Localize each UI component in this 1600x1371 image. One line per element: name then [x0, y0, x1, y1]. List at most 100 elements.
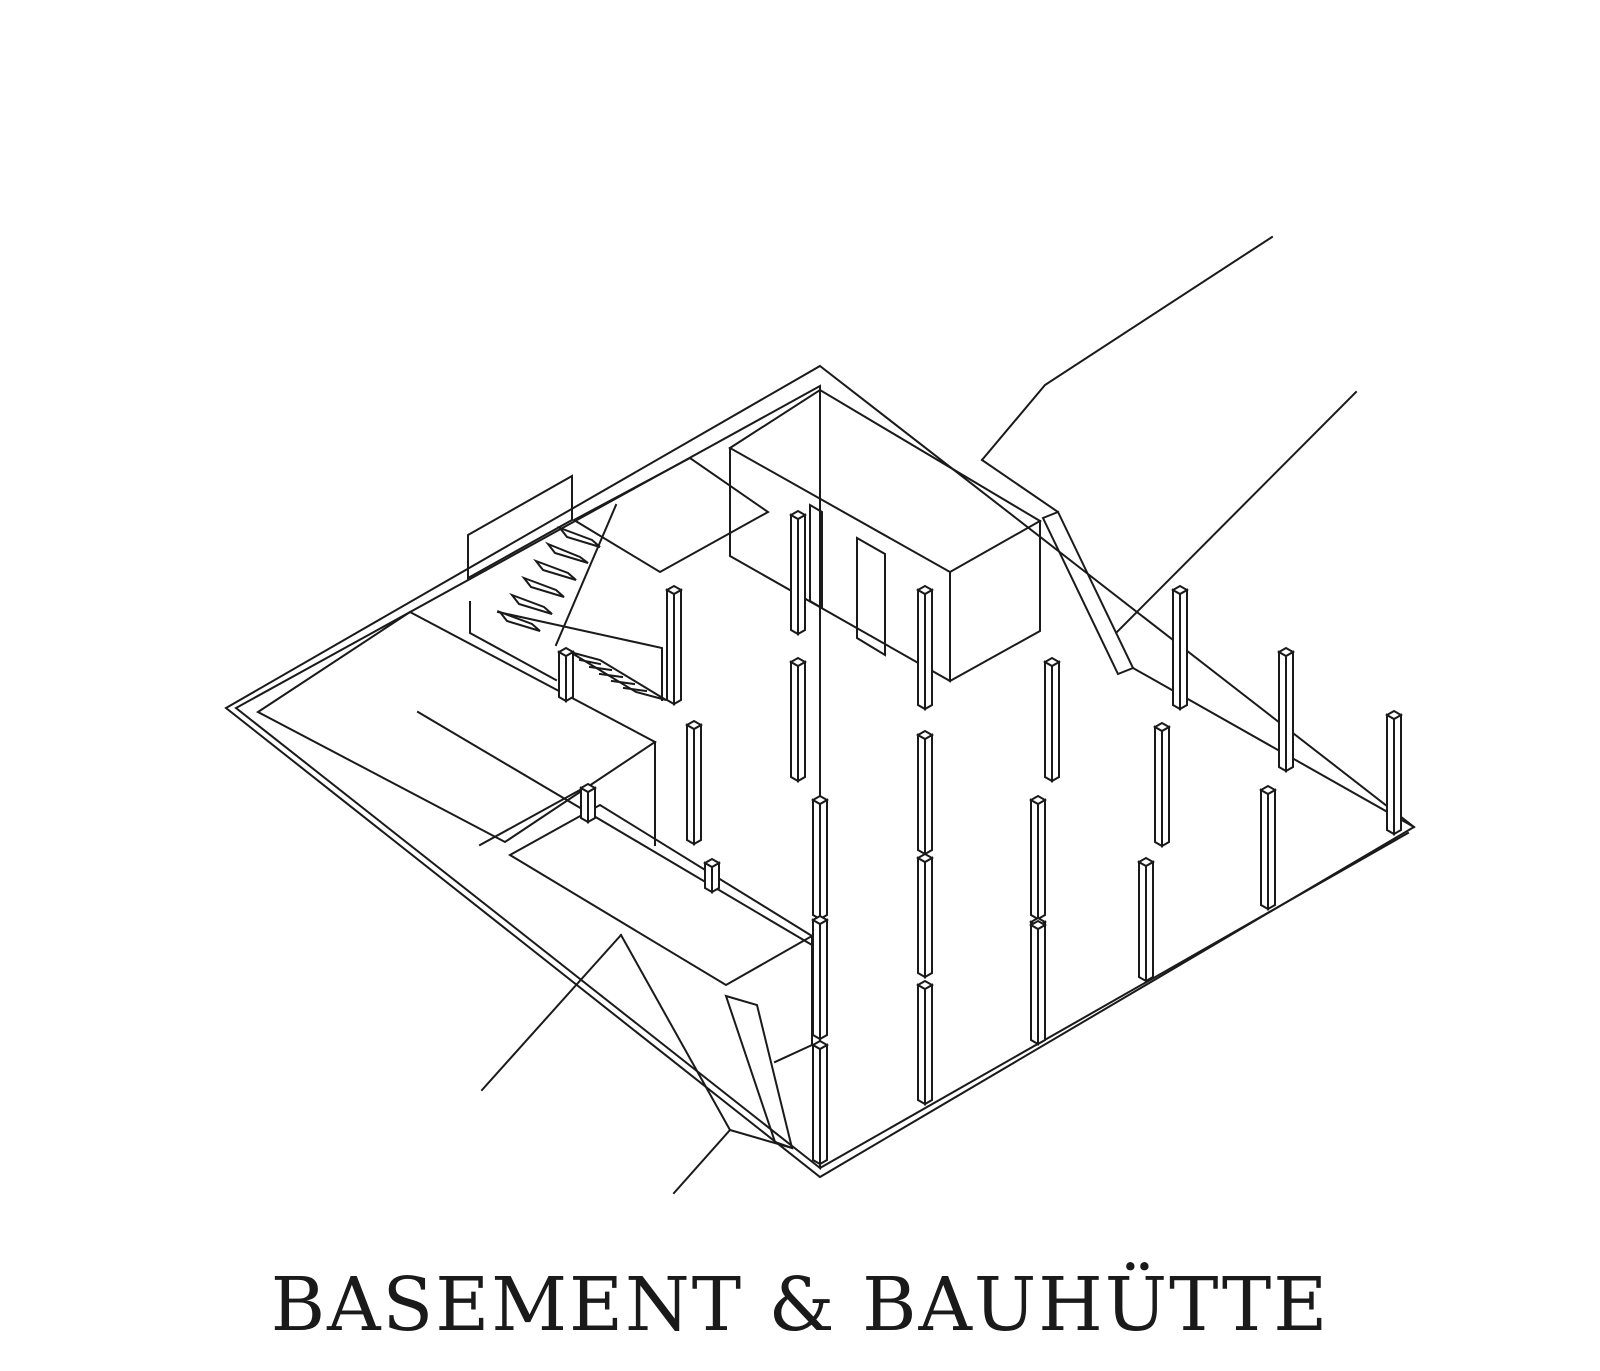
column-face: [1170, 584, 1190, 596]
terrain-line-back-upper: [980, 235, 1274, 462]
column: [915, 584, 935, 711]
column-face: [915, 584, 935, 596]
column-face: [558, 650, 567, 703]
column: [702, 857, 722, 894]
column: [1384, 709, 1404, 836]
terrain-line-back-lower: [1115, 390, 1358, 634]
column-face: [1051, 660, 1060, 783]
column-face: [819, 1043, 828, 1166]
column-face: [1030, 923, 1039, 1046]
stair-railing-glass: [467, 474, 573, 580]
terrain-line-front-upper: [480, 933, 623, 1092]
room-box-side: [948, 520, 1041, 683]
column-face: [1161, 725, 1170, 848]
column: [664, 584, 684, 706]
column-face: [1028, 919, 1048, 931]
column-face: [1386, 713, 1395, 836]
column: [1028, 919, 1048, 1046]
terrain-line-front-lower: [672, 1128, 732, 1195]
stair-treads-upper: [497, 525, 601, 632]
column: [1028, 794, 1048, 921]
column-face: [924, 856, 933, 979]
wall-front-edge: [619, 933, 794, 1150]
column-face: [810, 914, 830, 926]
stair-void-wall-2: [496, 610, 663, 701]
column-face: [1138, 860, 1147, 983]
column-face: [587, 786, 596, 824]
column-face: [797, 660, 806, 783]
stair-void-wall: [469, 601, 558, 682]
column-face: [1042, 656, 1062, 668]
column-face: [917, 983, 926, 1106]
column-face: [1136, 856, 1156, 868]
slab-inner-edge: [234, 384, 821, 1171]
column: [578, 782, 598, 824]
column-face: [556, 646, 576, 658]
stair-landing: [571, 456, 770, 574]
column: [1276, 646, 1296, 773]
column-face: [1037, 923, 1046, 1046]
column-face: [1179, 588, 1188, 711]
column-face: [924, 733, 933, 856]
column-face: [790, 513, 799, 636]
column: [788, 656, 808, 783]
column-face: [924, 983, 933, 1106]
column-face: [915, 852, 935, 864]
column-face: [924, 588, 933, 711]
retaining-wall-back: [1041, 510, 1135, 676]
column: [810, 794, 830, 921]
stair-treads-lower: [578, 658, 648, 693]
column-face: [1276, 646, 1296, 658]
column-face: [1037, 798, 1046, 921]
column-face: [580, 786, 589, 824]
column-face: [1028, 794, 1048, 806]
column-face: [1384, 709, 1404, 721]
column-face: [1260, 788, 1269, 911]
column-face: [812, 798, 821, 921]
column-face: [1285, 650, 1294, 773]
column-face: [1152, 721, 1172, 733]
column-face: [578, 782, 598, 794]
column-face: [790, 660, 799, 783]
column: [1170, 584, 1190, 711]
column-face: [812, 918, 821, 1041]
column: [915, 729, 935, 856]
column-face: [1154, 725, 1163, 848]
column-face: [915, 979, 935, 991]
column: [788, 509, 808, 636]
column-face: [664, 584, 684, 596]
column-face: [666, 588, 675, 706]
column: [1042, 656, 1062, 783]
columns: [556, 509, 1404, 1166]
stair-stringer: [554, 503, 618, 647]
column-face: [917, 733, 926, 856]
retaining-wall-front: [724, 994, 794, 1150]
column-face: [686, 723, 695, 846]
column-face: [917, 588, 926, 711]
slab-outer-edge: [224, 364, 1416, 1179]
column: [556, 646, 576, 703]
column-face: [810, 794, 830, 806]
column-face: [797, 513, 806, 636]
column: [810, 1039, 830, 1166]
column-face: [684, 719, 704, 731]
column-face: [810, 1039, 830, 1051]
column-face: [1278, 650, 1287, 773]
column: [915, 852, 935, 979]
wall-back-top: [980, 458, 1060, 514]
column-face: [673, 588, 682, 706]
column: [1136, 856, 1156, 983]
column: [684, 719, 704, 846]
column-face: [565, 650, 574, 703]
column-face: [819, 798, 828, 921]
column-face: [788, 509, 808, 521]
room-box-front: [729, 447, 951, 683]
column: [1258, 784, 1278, 911]
door-1: [809, 503, 823, 610]
column-face: [702, 857, 722, 869]
column-face: [1258, 784, 1278, 796]
column: [1152, 721, 1172, 848]
column-face: [812, 1043, 821, 1166]
door-2: [856, 536, 886, 657]
